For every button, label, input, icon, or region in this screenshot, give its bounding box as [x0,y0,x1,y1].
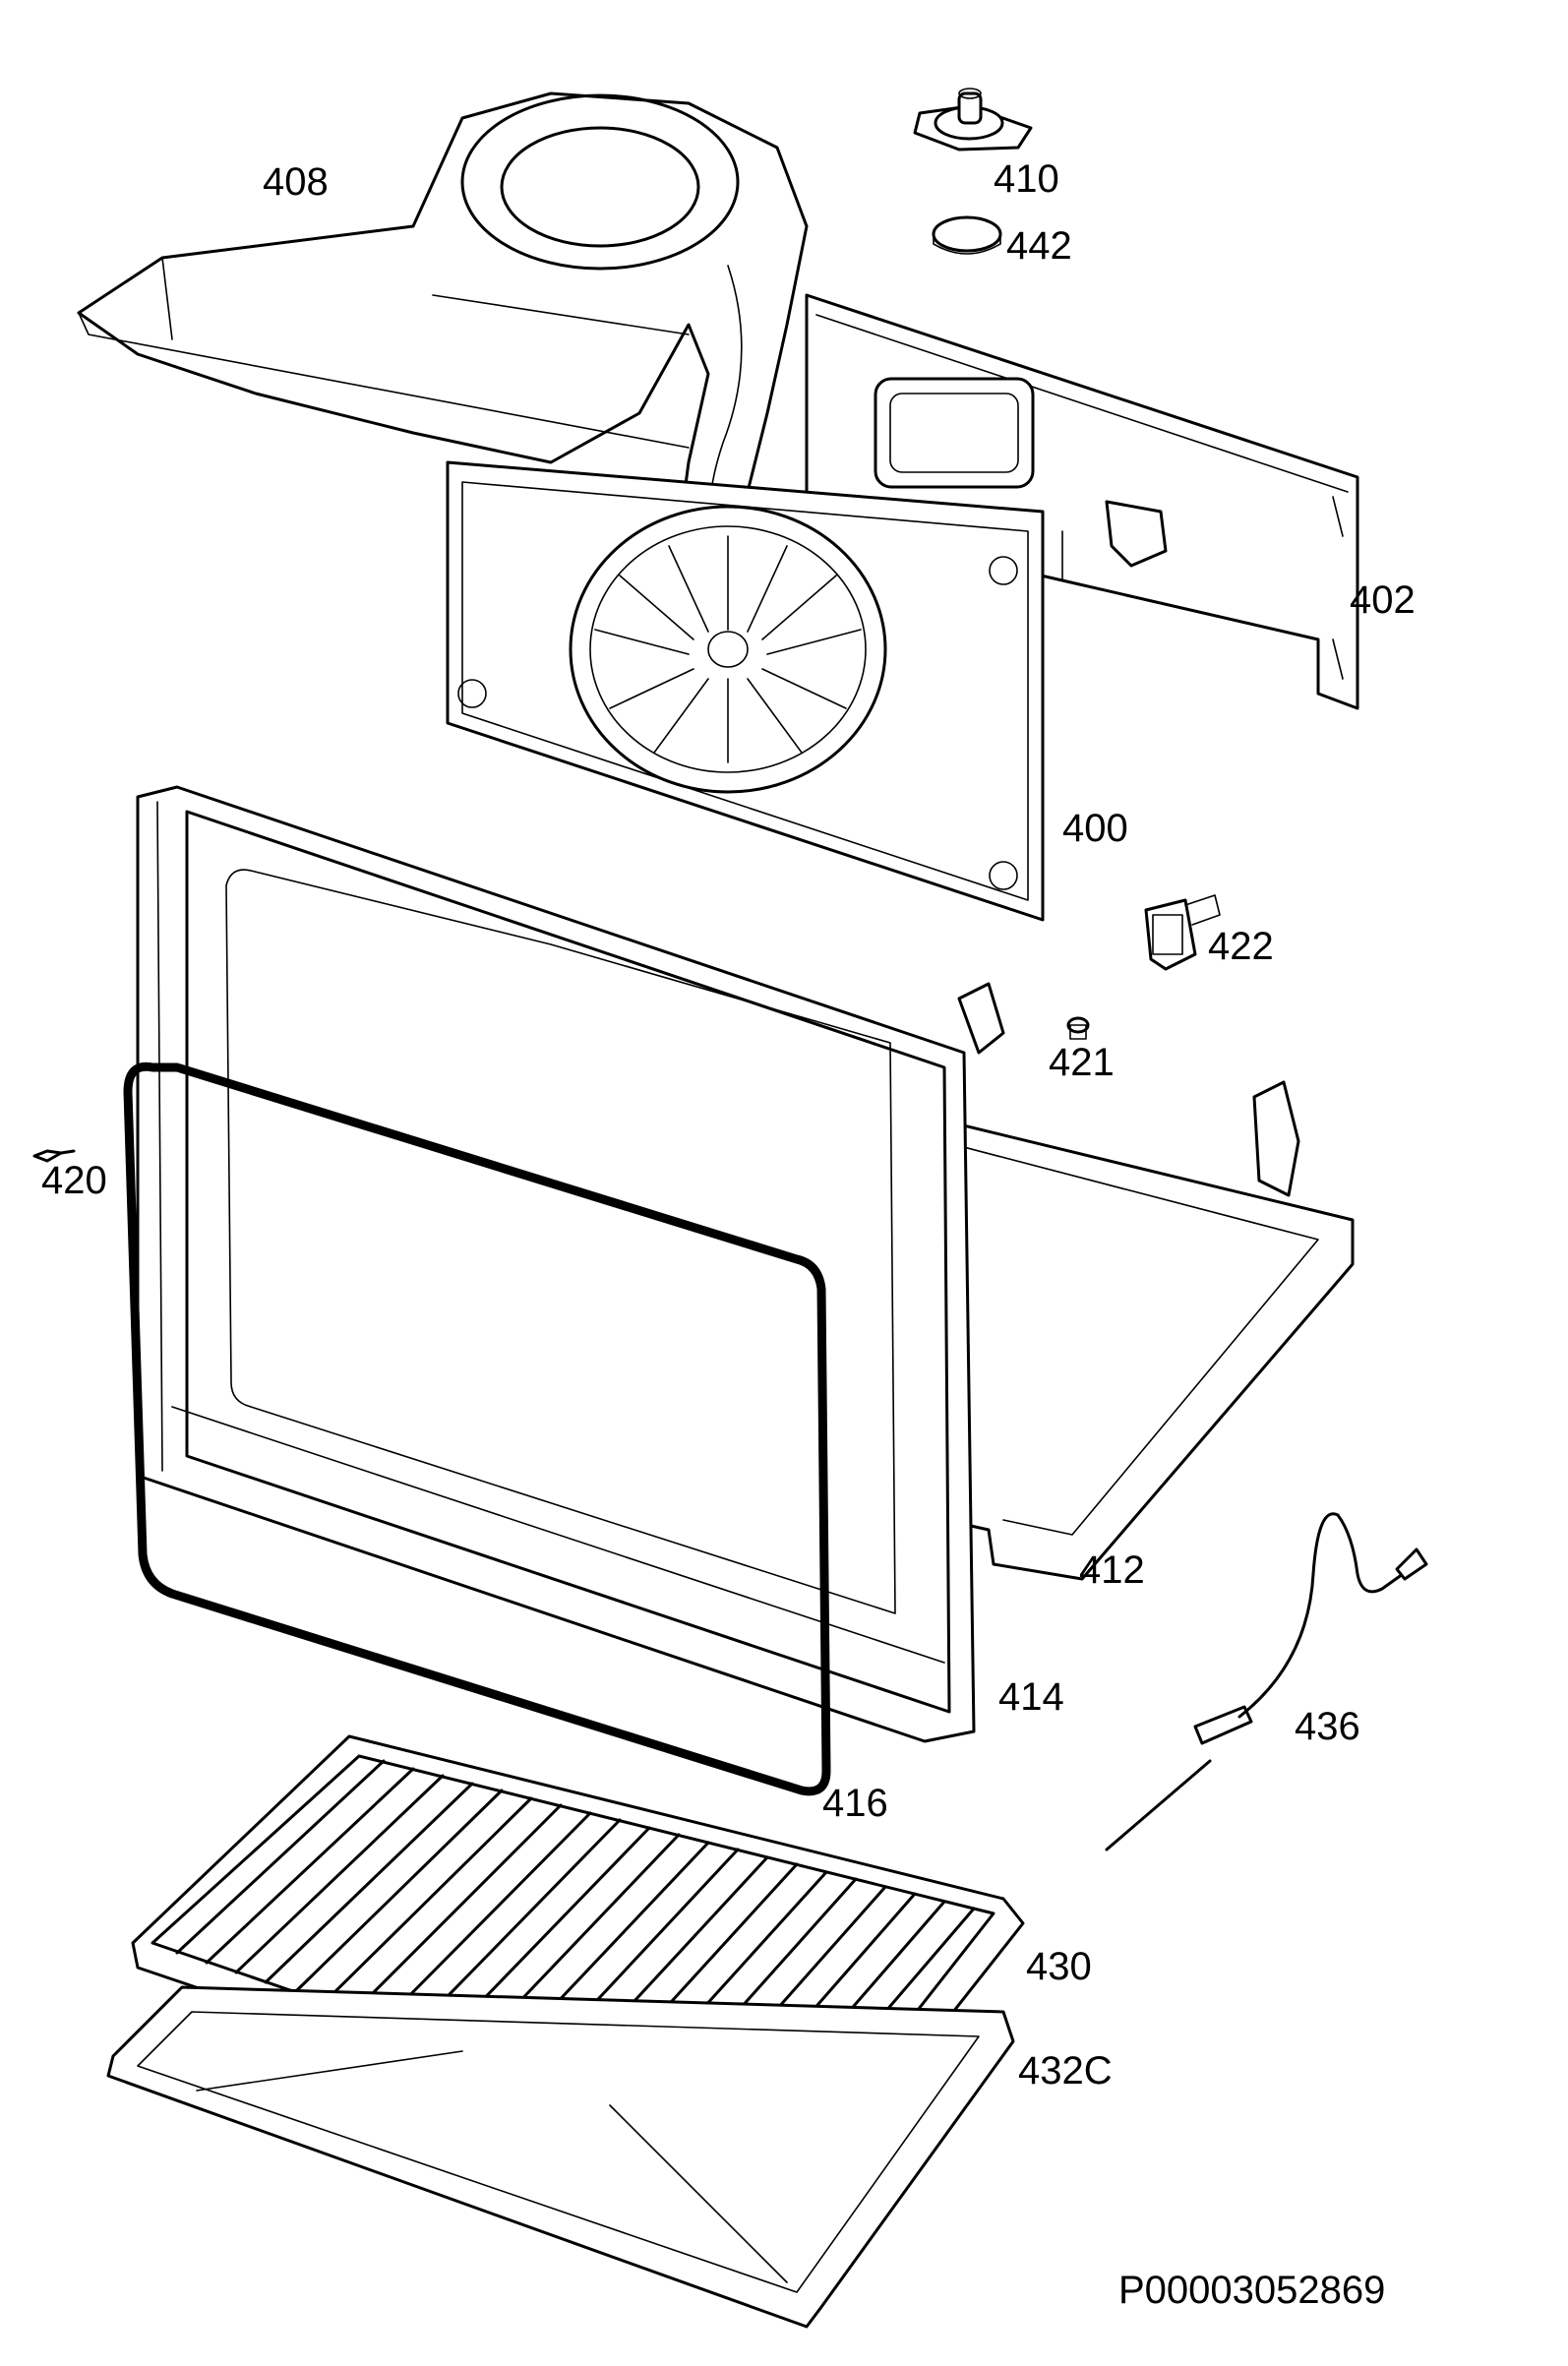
label-412: 412 [1079,1548,1145,1592]
part-414-door-frame [136,785,976,1743]
label-420: 420 [41,1159,107,1202]
part-442-disc [932,215,1002,255]
part-421-small-fitting [1066,1016,1090,1040]
label-422: 422 [1208,925,1274,968]
drawing-code: P00003052869 [1118,2269,1386,2312]
label-416: 416 [822,1782,888,1825]
label-410: 410 [994,157,1059,201]
label-408: 408 [263,160,329,204]
label-414: 414 [998,1675,1064,1719]
part-420-screw [32,1149,76,1163]
part-432c-baking-tray [106,1985,1015,2329]
label-430: 430 [1026,1945,1092,1988]
part-416-door-seal [123,1062,831,1796]
label-432c: 432C [1018,2049,1113,2093]
part-422-switch [1144,894,1221,971]
label-436: 436 [1295,1705,1360,1748]
fan-grille-slots [594,535,862,763]
part-436-meat-probe [1105,1512,1428,1851]
label-400: 400 [1062,807,1128,850]
part-410-fan-motor [913,88,1033,152]
label-442: 442 [1006,224,1072,268]
label-421: 421 [1049,1041,1115,1084]
part-400-back-panel [446,460,1045,922]
label-402: 402 [1350,578,1416,622]
